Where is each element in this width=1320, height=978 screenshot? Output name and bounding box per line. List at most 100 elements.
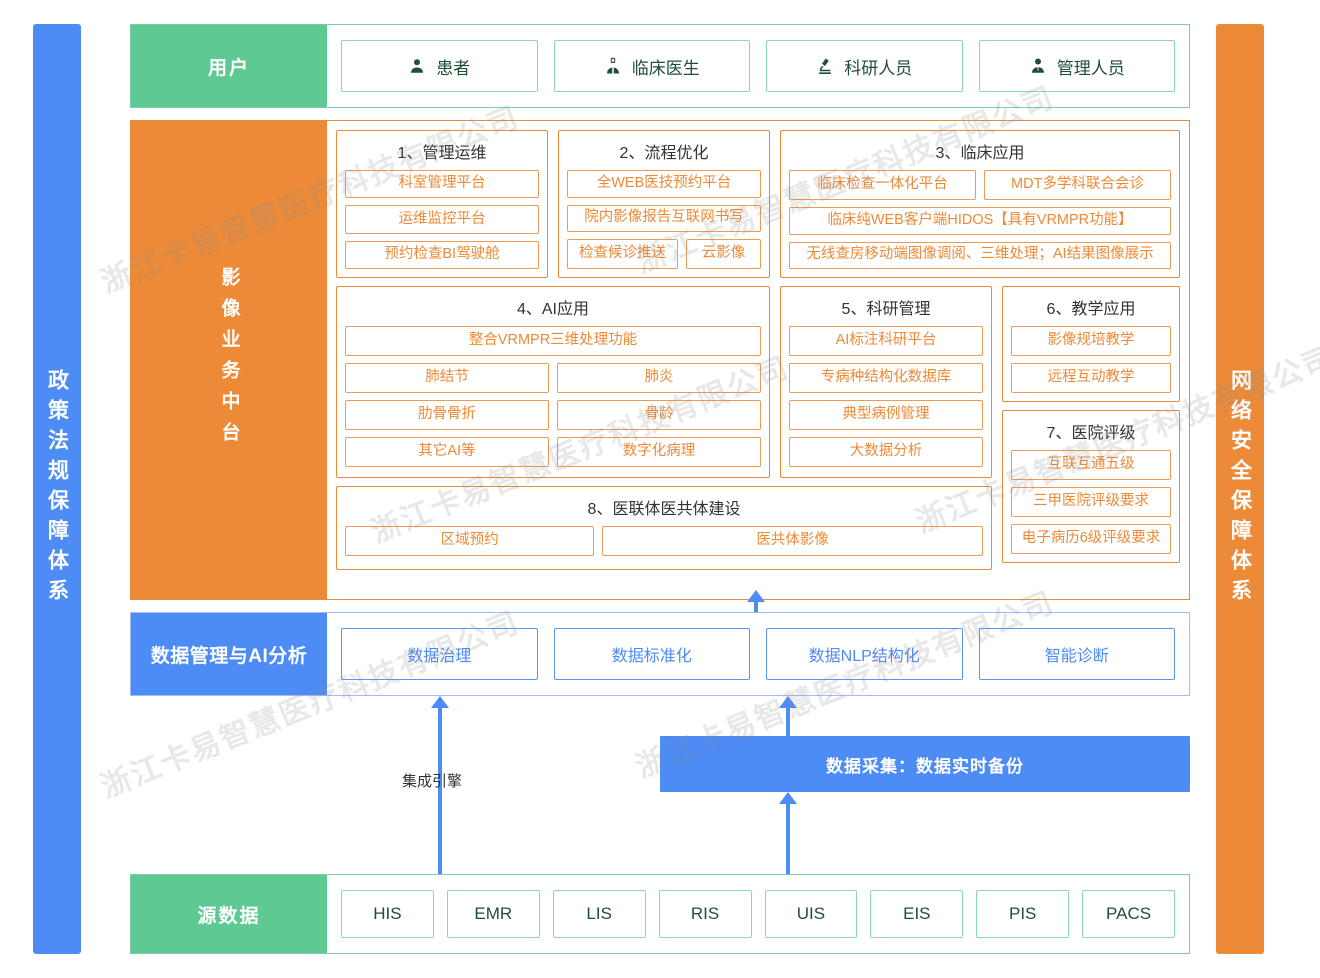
chip-row: 临床检查一体化平台 MDT多学科联合会诊 <box>789 170 1171 200</box>
source-band-label: 源数据 <box>131 875 327 953</box>
group-title: 3、临床应用 <box>935 145 1025 162</box>
data-card-nlp[interactable]: 数据NLP结构化 <box>766 628 963 680</box>
group-process-optimization: 2、流程优化 全WEB医技预约平台 院内影像报告互联网书写 检查候诊推送 云影像 <box>558 130 770 278</box>
chip-item[interactable]: 预约检查BI驾驶舱 <box>345 240 539 269</box>
source-card-lis[interactable]: LIS <box>552 890 646 938</box>
connector-zone: 集成引擎 数据采集：数据实时备份 <box>130 696 1190 874</box>
sidebar-right-label: 网络安全保障体系 <box>1228 369 1252 609</box>
group-title: 8、医联体医共体建设 <box>587 501 741 518</box>
chip-item[interactable]: 整合VRMPR三维处理功能 <box>345 326 761 356</box>
user-card-label: 患者 <box>436 58 471 78</box>
source-card-his[interactable]: HIS <box>341 890 434 938</box>
diagram-center-column: 用户 患者 <box>130 24 1190 954</box>
group-clinical-application: 3、临床应用 临床检查一体化平台 MDT多学科联合会诊 临床纯WEB客户端HID… <box>780 130 1180 278</box>
source-card-pacs[interactable]: PACS <box>1082 890 1175 938</box>
arrow-line-collect-top <box>786 708 790 736</box>
chip-item[interactable]: 三甲医院评级要求 <box>1011 487 1171 517</box>
user-card-administrator[interactable]: 管理人员 <box>978 40 1175 92</box>
sidebar-policy-regulation: 政策法规保障体系 <box>33 24 81 954</box>
source-card-ris[interactable]: RIS <box>658 890 752 938</box>
chip-item[interactable]: 其它AI等 <box>345 437 549 467</box>
chip-item[interactable]: 无线查房移动端图像调阅、三维处理；AI结果图像展示 <box>789 241 1171 269</box>
chip-row: 检查候诊推送 云影像 <box>567 239 761 269</box>
group-management-ops: 1、管理运维 科室管理平台 运维监控平台 预约检查BI驾驶舱 <box>336 130 548 278</box>
source-band-body: HIS EMR LIS RIS UIS EIS PIS PACS <box>327 875 1189 953</box>
user-card-patient[interactable]: 患者 <box>341 40 538 92</box>
source-card-uis[interactable]: UIS <box>764 890 858 938</box>
chip-row: 肋骨骨折 骨龄 <box>345 400 761 430</box>
group-title: 4、AI应用 <box>516 301 590 318</box>
chip-item[interactable]: 数字化病理 <box>557 437 761 467</box>
group-medical-alliance: 8、医联体医共体建设 区域预约 医共体影像 <box>336 486 992 570</box>
chip-item[interactable]: 临床纯WEB客户端HIDOS【具有VRMPR功能】 <box>789 207 1171 235</box>
group-research-management: 5、科研管理 AI标注科研平台 专病种结构化数据库 典型病例管理 大数据分析 <box>780 286 992 478</box>
chip-row: 区域预约 医共体影像 <box>345 526 983 556</box>
group-title: 6、教学应用 <box>1046 301 1136 318</box>
user-card-label: 科研人员 <box>844 58 913 78</box>
chip-item[interactable]: MDT多学科联合会诊 <box>984 170 1171 200</box>
source-card-emr[interactable]: EMR <box>446 890 540 938</box>
users-band-body: 患者 临床医生 <box>327 25 1189 107</box>
doctor-icon <box>604 57 622 75</box>
users-band: 用户 患者 <box>130 24 1190 108</box>
data-management-ai-band: 数据管理与AI分析 数据治理 数据标准化 数据NLP结构化 智能诊断 <box>130 612 1190 696</box>
chip-item[interactable]: 肋骨骨折 <box>345 400 549 430</box>
group-title: 5、科研管理 <box>841 301 931 318</box>
microscope-icon <box>816 57 834 75</box>
sidebar-network-security: 网络安全保障体系 <box>1216 24 1264 954</box>
mid-band-label-text: 影像业务中台 <box>218 267 240 453</box>
data-band-label: 数据管理与AI分析 <box>131 613 327 695</box>
mid-band-label: 影像业务中台 <box>131 121 327 599</box>
group-title: 7、医院评级 <box>1046 425 1136 442</box>
data-card-standardization[interactable]: 数据标准化 <box>553 628 750 680</box>
data-card-intelligent-diagnosis[interactable]: 智能诊断 <box>978 628 1175 680</box>
chip-item[interactable]: 大数据分析 <box>789 437 983 467</box>
data-collection-bar[interactable]: 数据采集：数据实时备份 <box>660 736 1190 792</box>
user-card-label: 临床医生 <box>631 58 700 78</box>
group-ai-application: 4、AI应用 整合VRMPR三维处理功能 肺结节 肺炎 肋骨骨折 骨龄 其它AI… <box>336 286 770 478</box>
arrow-head-alliance <box>747 590 765 602</box>
arrow-line-collect-bottom <box>786 804 790 874</box>
chip-item[interactable]: 检查候诊推送 <box>567 239 678 269</box>
chip-item[interactable]: 肺炎 <box>557 363 761 393</box>
chip-item[interactable]: 专病种结构化数据库 <box>789 363 983 393</box>
chip-row: 肺结节 肺炎 <box>345 363 761 393</box>
chip-item[interactable]: 远程互动教学 <box>1011 363 1171 393</box>
arrow-head-collect-bottom <box>779 792 797 804</box>
user-card-researcher[interactable]: 科研人员 <box>766 40 963 92</box>
chip-item[interactable]: 影像规培教学 <box>1011 326 1171 356</box>
user-card-clinician[interactable]: 临床医生 <box>553 40 750 92</box>
chip-item[interactable]: 医共体影像 <box>602 526 983 556</box>
chip-item[interactable]: 运维监控平台 <box>345 205 539 234</box>
group-teaching-application: 6、教学应用 影像规培教学 远程互动教学 <box>1002 286 1180 402</box>
users-band-label: 用户 <box>131 25 327 107</box>
chip-item[interactable]: 典型病例管理 <box>789 400 983 430</box>
source-card-eis[interactable]: EIS <box>870 890 964 938</box>
group-title: 1、管理运维 <box>397 145 487 162</box>
chip-item[interactable]: 科室管理平台 <box>345 170 539 199</box>
chip-item[interactable]: 肺结节 <box>345 363 549 393</box>
chip-item[interactable]: 骨龄 <box>557 400 761 430</box>
chip-row: 其它AI等 数字化病理 <box>345 437 761 467</box>
user-icon <box>408 57 426 75</box>
mid-row-top: 1、管理运维 科室管理平台 运维监控平台 预约检查BI驾驶舱 2、流程优化 全W… <box>336 130 1180 278</box>
chip-item[interactable]: AI标注科研平台 <box>789 326 983 356</box>
chip-item[interactable]: 互联互通五级 <box>1011 450 1171 480</box>
manager-icon <box>1029 57 1047 75</box>
source-card-pis[interactable]: PIS <box>976 890 1070 938</box>
mid-band-body: 1、管理运维 科室管理平台 运维监控平台 预约检查BI驾驶舱 2、流程优化 全W… <box>327 121 1189 599</box>
group-title: 2、流程优化 <box>619 145 709 162</box>
chip-item[interactable]: 临床检查一体化平台 <box>789 170 976 200</box>
chip-item[interactable]: 区域预约 <box>345 526 595 556</box>
chip-item[interactable]: 电子病历6级评级要求 <box>1011 524 1171 554</box>
mid-row-bottom: 8、医联体医共体建设 区域预约 医共体影像 <box>336 486 1180 570</box>
imaging-business-midplatform-band: 影像业务中台 1、管理运维 科室管理平台 运维监控平台 预约检查BI驾驶舱 2、… <box>130 120 1190 600</box>
source-data-band: 源数据 HIS EMR LIS RIS UIS EIS PIS PACS <box>130 874 1190 954</box>
arrow-line-integration <box>438 708 442 874</box>
data-card-governance[interactable]: 数据治理 <box>341 628 538 680</box>
chip-item[interactable]: 院内影像报告互联网书写 <box>567 204 761 232</box>
mid-row-middle: 4、AI应用 整合VRMPR三维处理功能 肺结节 肺炎 肋骨骨折 骨龄 其它AI… <box>336 286 1180 563</box>
chip-item[interactable]: 云影像 <box>685 239 761 269</box>
chip-item[interactable]: 全WEB医技预约平台 <box>567 170 761 198</box>
